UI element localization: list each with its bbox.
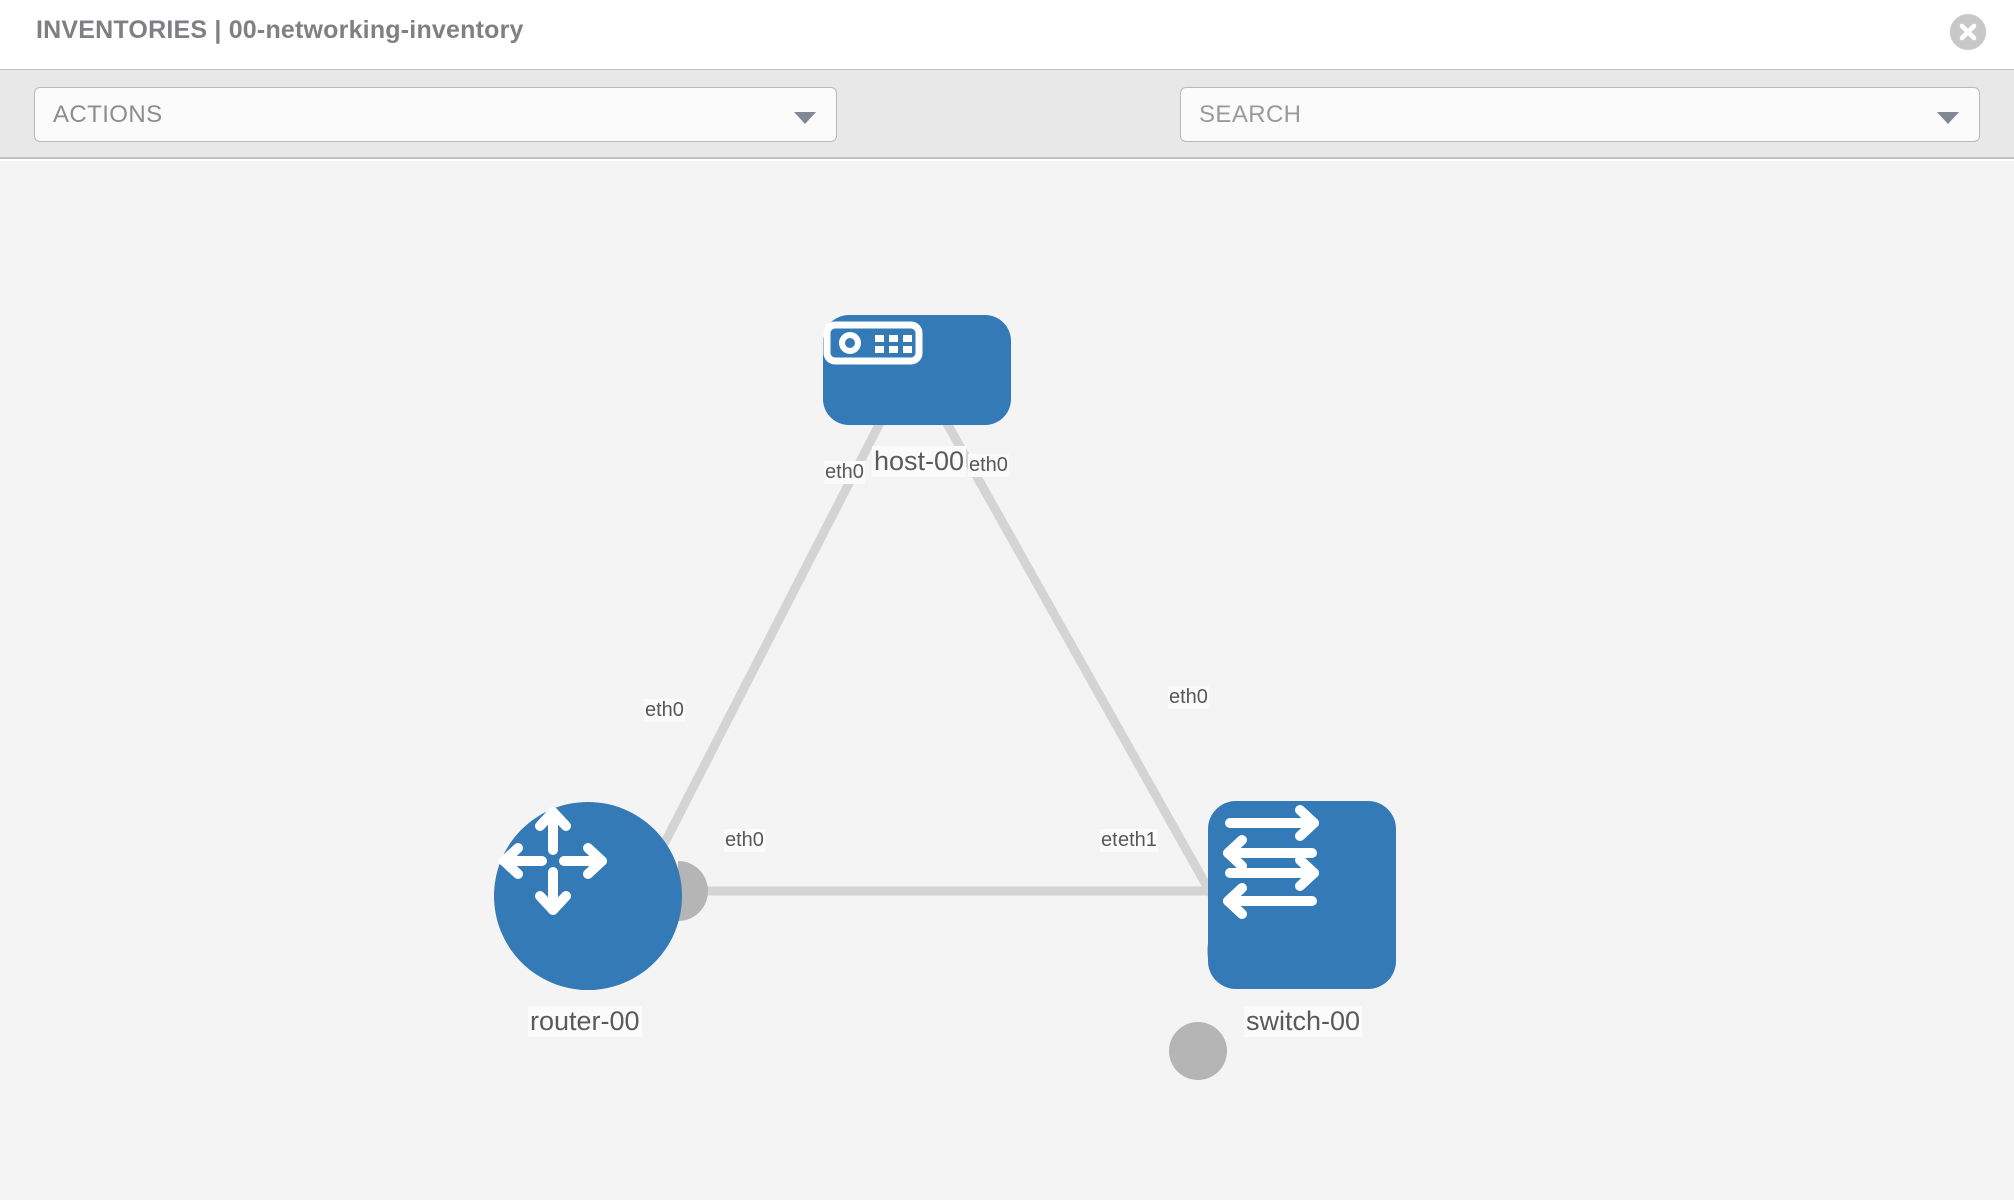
- server-icon: [823, 321, 923, 365]
- node-host-00[interactable]: [823, 315, 1011, 425]
- close-icon[interactable]: [1950, 14, 1986, 50]
- edge-label-host-left: eth0: [824, 461, 865, 484]
- edge-label-router-right: eth0: [724, 829, 765, 852]
- toolbar: ACTIONS SEARCH: [0, 69, 2014, 198]
- page-header: INVENTORIES | 00-networking-inventory: [0, 0, 2014, 69]
- close-icon-glyph: [1950, 14, 1986, 50]
- node-host-00-label: host-00: [872, 446, 967, 477]
- node-switch-00[interactable]: [1208, 801, 1396, 989]
- actions-dropdown-label: ACTIONS: [53, 101, 163, 128]
- connector-router-right: [678, 861, 708, 921]
- node-switch-00-shape[interactable]: [1208, 801, 1396, 989]
- edge-label-host-right: eth0: [968, 454, 1009, 477]
- switch-arrows-icon: [1223, 805, 1319, 919]
- edge-label-router-up: eth0: [644, 699, 685, 722]
- search-placeholder: SEARCH: [1199, 101, 1302, 128]
- search-input[interactable]: SEARCH: [1180, 87, 1980, 142]
- topology-canvas[interactable]: host-00 router-00: [0, 161, 2014, 1200]
- chevron-down-icon: [1937, 112, 1959, 124]
- page-title: INVENTORIES | 00-networking-inventory: [36, 16, 524, 44]
- node-host-00-shape[interactable]: [823, 315, 1011, 425]
- node-router-00[interactable]: [494, 802, 682, 990]
- edge-host-router: [635, 408, 891, 894]
- chevron-down-icon: [794, 112, 816, 124]
- node-router-00-label: router-00: [528, 1006, 642, 1037]
- node-switch-00-label: switch-00: [1244, 1006, 1363, 1037]
- router-arrows-icon: [499, 807, 607, 915]
- node-router-00-shape[interactable]: [494, 802, 682, 990]
- edge-label-switch-left-b: eth1: [1117, 829, 1158, 852]
- edge-label-switch-up: eth0: [1168, 686, 1209, 709]
- connector-switch-left: [1169, 1022, 1227, 1080]
- actions-dropdown[interactable]: ACTIONS: [34, 87, 837, 142]
- edge-host-switch: [936, 408, 1236, 934]
